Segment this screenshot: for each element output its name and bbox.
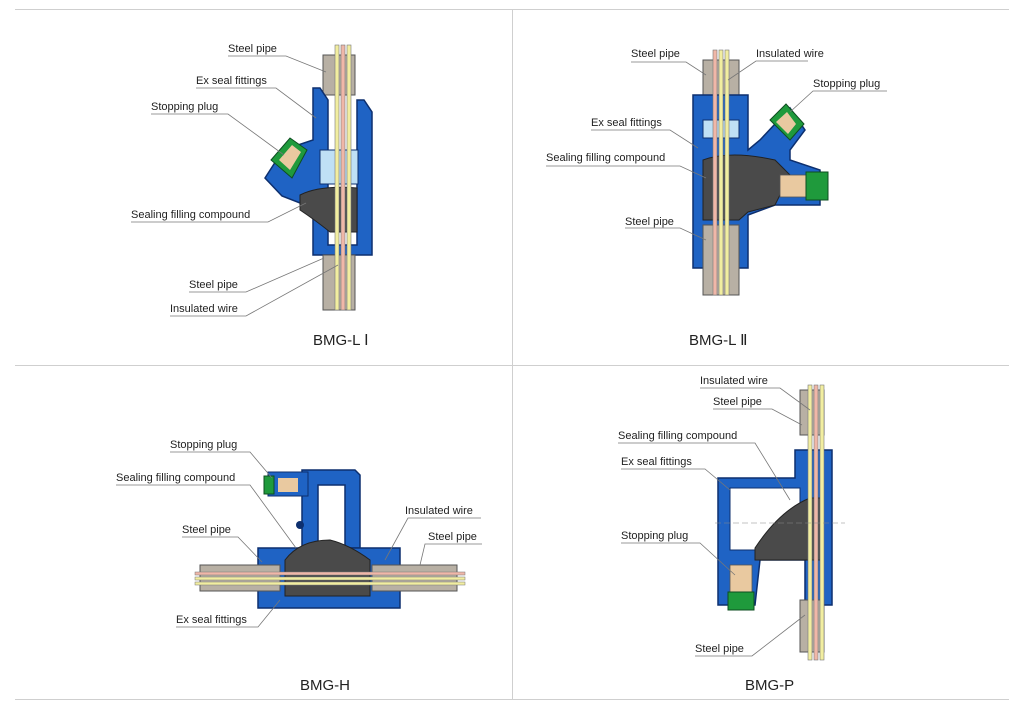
label-steel-pipe-bottom: Steel pipe xyxy=(695,643,744,655)
label-steel-pipe-left: Steel pipe xyxy=(182,524,231,536)
label-steel-pipe-top: Steel pipe xyxy=(228,43,277,55)
label-sealing-filling-compound: Sealing filling compound xyxy=(546,152,666,164)
label-sealing-filling-compound: Sealing filling compound xyxy=(131,209,251,221)
label-steel-pipe-bottom: Steel pipe xyxy=(625,216,674,228)
label-stopping-plug: Stopping plug xyxy=(621,530,689,542)
label-stopping-plug: Stopping plug xyxy=(151,101,219,113)
bottom-border xyxy=(15,699,1009,700)
label-sealing-filling-compound: Sealing filling compound xyxy=(116,472,236,484)
label-ex-seal-fittings: Ex seal fittings xyxy=(196,75,267,87)
label-ex-seal-fittings: Ex seal fittings xyxy=(591,117,662,129)
label-steel-pipe-bottom: Steel pipe xyxy=(189,279,238,291)
panel-title: BMG-L Ⅰ xyxy=(313,332,369,349)
label-stopping-plug: Stopping plug xyxy=(813,78,881,90)
label-sealing-filling-compound: Sealing filling compound xyxy=(618,430,738,442)
panel-title: BMG-P xyxy=(745,677,795,694)
panel-bmg-l1: Steel pipe Ex seal fittings Stopping plu… xyxy=(0,0,512,365)
bmg-l1-drawing xyxy=(131,44,373,317)
label-ex-seal-fittings: Ex seal fittings xyxy=(176,614,247,626)
label-steel-pipe-right: Steel pipe xyxy=(428,531,477,543)
label-insulated-wire: Insulated wire xyxy=(405,505,473,517)
bmg-h-drawing xyxy=(116,451,482,628)
center-divider xyxy=(512,9,513,699)
panel-title: BMG-H xyxy=(300,677,350,694)
label-steel-pipe-top: Steel pipe xyxy=(631,48,680,60)
panel-bmg-h: Stopping plug Sealing filling compound S… xyxy=(116,439,482,694)
label-ex-seal-fittings: Ex seal fittings xyxy=(621,456,692,468)
label-insulated-wire: Insulated wire xyxy=(700,375,768,387)
label-insulated-wire: Insulated wire xyxy=(170,303,238,315)
panel-bmg-l2: Steel pipe Insulated wire Stopping plug … xyxy=(546,48,887,349)
label-stopping-plug: Stopping plug xyxy=(170,439,238,451)
panel-title: BMG-L Ⅱ xyxy=(689,332,748,349)
bmg-l2-drawing xyxy=(546,49,887,296)
label-insulated-wire: Insulated wire xyxy=(756,48,824,60)
label-steel-pipe-top: Steel pipe xyxy=(713,396,762,408)
